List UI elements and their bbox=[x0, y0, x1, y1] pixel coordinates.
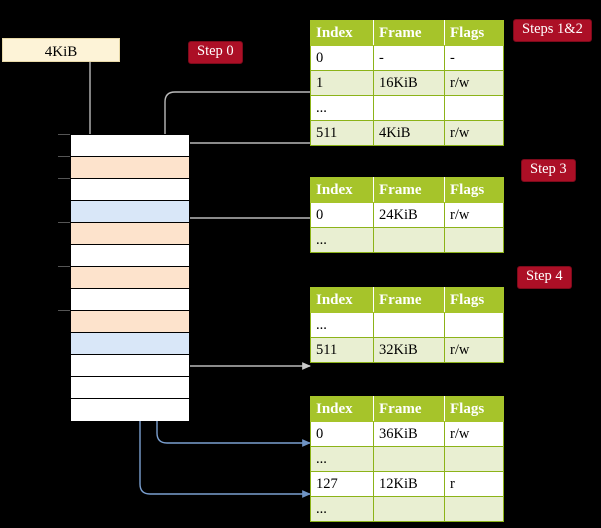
memory-cell-10 bbox=[71, 355, 189, 377]
table-pml4-cell-index: 511 bbox=[310, 120, 374, 146]
table-pml4-cell-flags: r/w bbox=[444, 70, 504, 96]
memory-column bbox=[70, 134, 190, 421]
table-pt-cell-flags bbox=[444, 496, 504, 522]
table-pt-cell-index: ... bbox=[310, 496, 374, 522]
memory-tick-1 bbox=[58, 156, 70, 157]
memory-cell-11 bbox=[71, 377, 189, 399]
table-pml4-header-flags: Flags bbox=[444, 20, 504, 46]
table-pt-cell-flags: r bbox=[444, 471, 504, 497]
table-pd-row: ... bbox=[310, 312, 504, 338]
memory-cell-4 bbox=[71, 223, 189, 245]
table-pt-cell-index: ... bbox=[310, 446, 374, 472]
badge-steps-1-2-label: Steps 1&2 bbox=[522, 21, 583, 37]
table-pd-cell-flags: r/w bbox=[444, 337, 504, 363]
table-pt-cell-index: 127 bbox=[310, 471, 374, 497]
badge-step-0-label: Step 0 bbox=[197, 43, 234, 59]
table-pdpt-cell-flags bbox=[444, 227, 504, 253]
table-pd-cell-index: ... bbox=[310, 312, 374, 338]
badge-step-0: Step 0 bbox=[188, 41, 243, 64]
table-pdpt-row: ... bbox=[310, 227, 504, 253]
memory-tick-6 bbox=[58, 266, 70, 267]
table-pml4-cell-frame: 4KiB bbox=[373, 120, 445, 146]
table-pd-cell-flags bbox=[444, 312, 504, 338]
table-pml4-cell-flags: r/w bbox=[444, 120, 504, 146]
table-pml4-cell-frame: 16KiB bbox=[373, 70, 445, 96]
table-pt-row: ... bbox=[310, 446, 504, 472]
source-frame-box: 4KiB bbox=[2, 38, 120, 62]
table-pml4-row: ... bbox=[310, 95, 504, 121]
table-pml4-cell-frame: - bbox=[373, 45, 445, 71]
table-pml4-cell-flags: - bbox=[444, 45, 504, 71]
table-pml4-cell-flags bbox=[444, 95, 504, 121]
memory-cell-1 bbox=[71, 157, 189, 179]
table-pt-cell-frame bbox=[373, 446, 445, 472]
wire-t4-12kib bbox=[139, 215, 311, 498]
table-pd-cell-frame bbox=[373, 312, 445, 338]
wire-t3-32kib bbox=[169, 318, 311, 370]
memory-cell-5 bbox=[71, 245, 189, 267]
memory-cell-3 bbox=[71, 201, 189, 223]
table-pt-cell-frame bbox=[373, 496, 445, 522]
memory-tick-2 bbox=[58, 178, 70, 179]
wire-t4-36kib bbox=[156, 330, 311, 447]
memory-cell-7 bbox=[71, 289, 189, 311]
memory-tick-4 bbox=[58, 222, 70, 223]
memory-cell-12 bbox=[71, 399, 189, 421]
table-pt-header-frame: Frame bbox=[373, 396, 445, 422]
memory-cell-9 bbox=[71, 333, 189, 355]
memory-cell-8 bbox=[71, 311, 189, 333]
table-pd-cell-index: 511 bbox=[310, 337, 374, 363]
table-pt-cell-frame: 36KiB bbox=[373, 421, 445, 447]
table-pdpt-cell-frame bbox=[373, 227, 445, 253]
table-pml4-cell-frame bbox=[373, 95, 445, 121]
table-pdpt-cell-index: 0 bbox=[310, 202, 374, 228]
memory-tick-8 bbox=[58, 310, 70, 311]
memory-cell-0 bbox=[71, 135, 189, 157]
memory-cell-2 bbox=[71, 179, 189, 201]
table-pdpt-cell-frame: 24KiB bbox=[373, 202, 445, 228]
table-pd-cell-frame: 32KiB bbox=[373, 337, 445, 363]
badge-step-3-label: Step 3 bbox=[530, 161, 567, 177]
table-pdpt-header-index: Index bbox=[310, 177, 374, 203]
badge-step-4: Step 4 bbox=[517, 266, 572, 289]
table-pd-header-frame: Frame bbox=[373, 287, 445, 313]
table-pml4-cell-index: 1 bbox=[310, 70, 374, 96]
wire-t1-16kib bbox=[161, 91, 310, 153]
table-pt-header-flags: Flags bbox=[444, 396, 504, 422]
table-pd-header-index: Index bbox=[310, 287, 374, 313]
table-pml4-cell-index: 0 bbox=[310, 45, 374, 71]
table-pt-cell-index: 0 bbox=[310, 421, 374, 447]
table-pml4-header-index: Index bbox=[310, 20, 374, 46]
source-frame-label: 4KiB bbox=[44, 44, 78, 60]
badge-step-4-label: Step 4 bbox=[526, 268, 563, 284]
table-pt-cell-frame: 12KiB bbox=[373, 471, 445, 497]
memory-cell-6 bbox=[71, 267, 189, 289]
table-pt-header-index: Index bbox=[310, 396, 374, 422]
table-pt-cell-flags bbox=[444, 446, 504, 472]
table-pdpt-header-frame: Frame bbox=[373, 177, 445, 203]
badge-step-3: Step 3 bbox=[521, 159, 576, 182]
table-pml4-cell-index: ... bbox=[310, 95, 374, 121]
memory-tick-0 bbox=[58, 134, 70, 135]
table-pml4-header-frame: Frame bbox=[373, 20, 445, 46]
table-pdpt-header-flags: Flags bbox=[444, 177, 504, 203]
table-pt-row: ... bbox=[310, 496, 504, 522]
table-pt-cell-flags: r/w bbox=[444, 421, 504, 447]
table-pd-header-flags: Flags bbox=[444, 287, 504, 313]
table-pdpt-cell-index: ... bbox=[310, 227, 374, 253]
table-pdpt-cell-flags: r/w bbox=[444, 202, 504, 228]
wire-t2-24kib bbox=[166, 217, 310, 263]
table-pml4-row: 0-- bbox=[310, 45, 504, 71]
badge-steps-1-2: Steps 1&2 bbox=[513, 19, 592, 42]
